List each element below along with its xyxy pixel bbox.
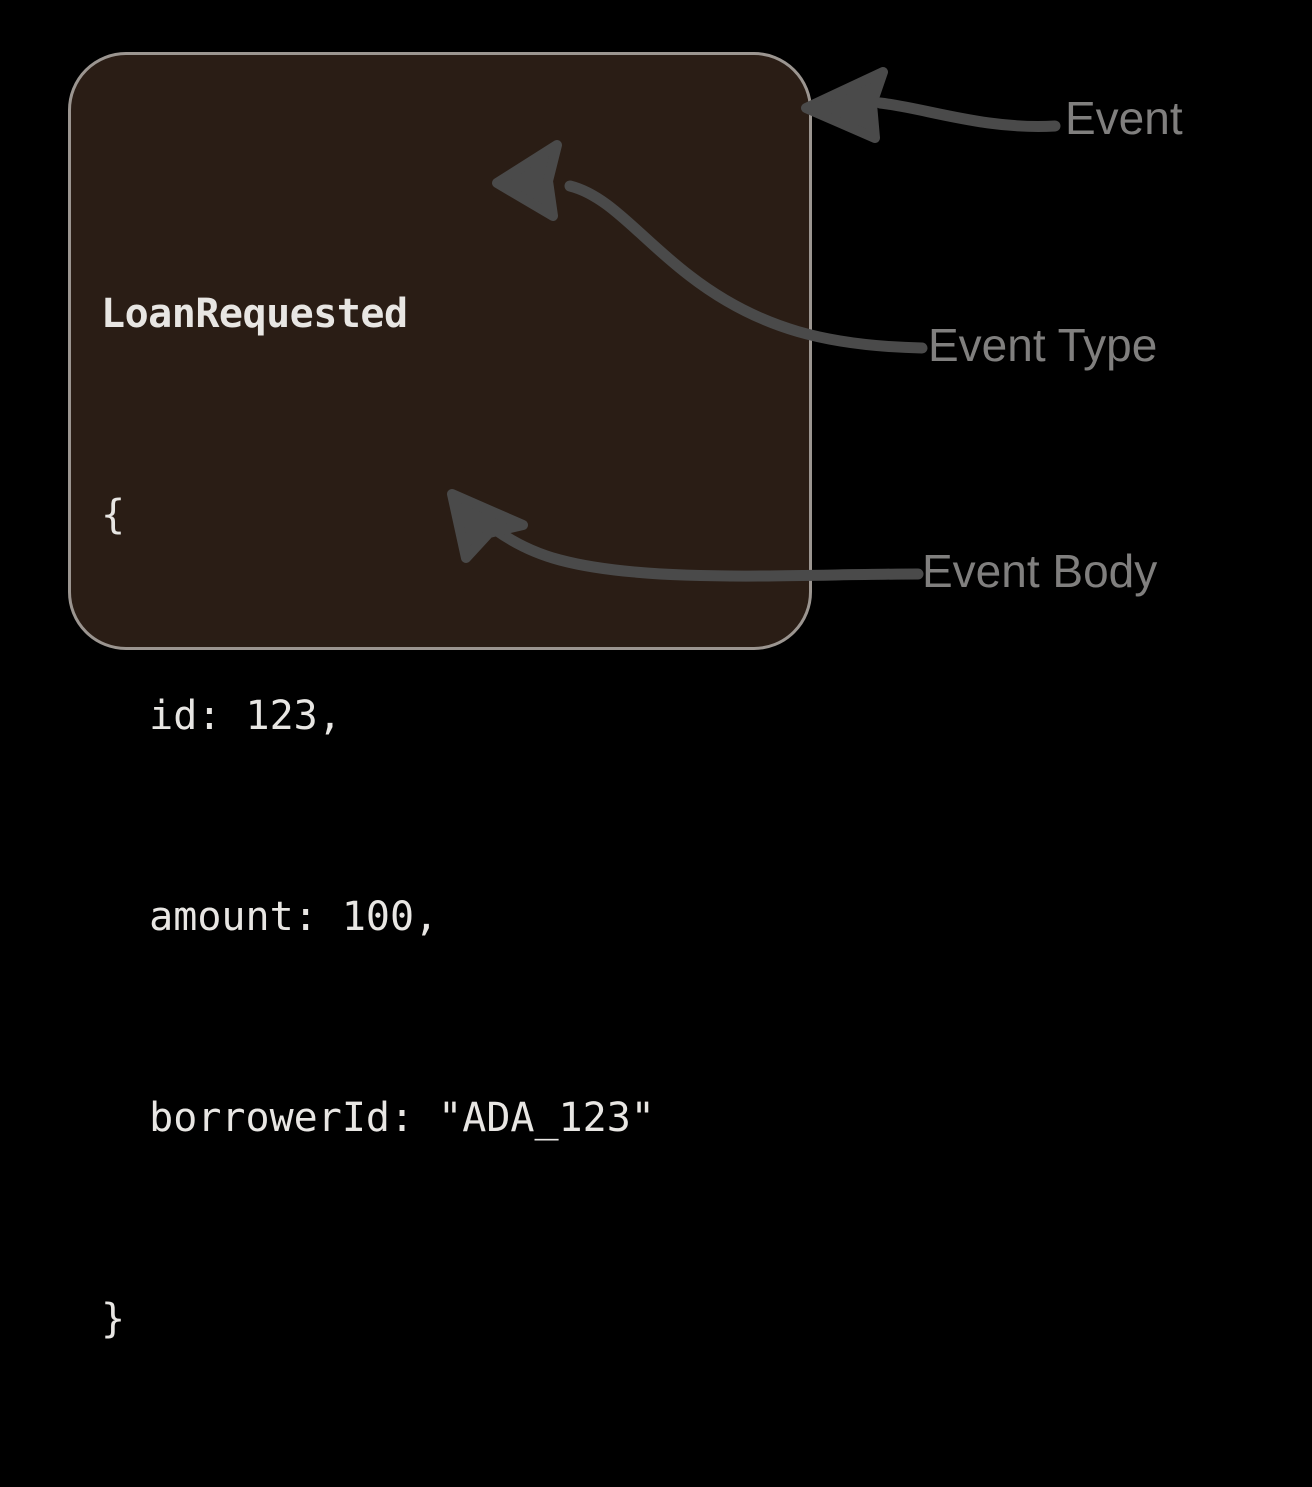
json-field-amount: amount: 100, [101,894,439,940]
json-field-id: id: 123, [101,693,342,739]
annotation-label-event-body: Event Body [922,545,1158,597]
connector-event [801,67,1061,143]
json-brace-close: } [101,1296,126,1342]
event-type-text: LoanRequested [101,291,408,337]
diagram-canvas: LoanRequested { id: 123, amount: 100, bo… [68,52,1183,1342]
json-brace-open: { [101,492,126,538]
event-card-code: LoanRequested { id: 123, amount: 100, bo… [101,147,655,1487]
annotation-label-event-type: Event Type [928,319,1158,371]
annotation-label-event: Event [1065,92,1183,144]
json-field-borrowerid: borrowerId: "ADA_123" [101,1095,655,1141]
event-card: LoanRequested { id: 123, amount: 100, bo… [68,52,812,1342]
